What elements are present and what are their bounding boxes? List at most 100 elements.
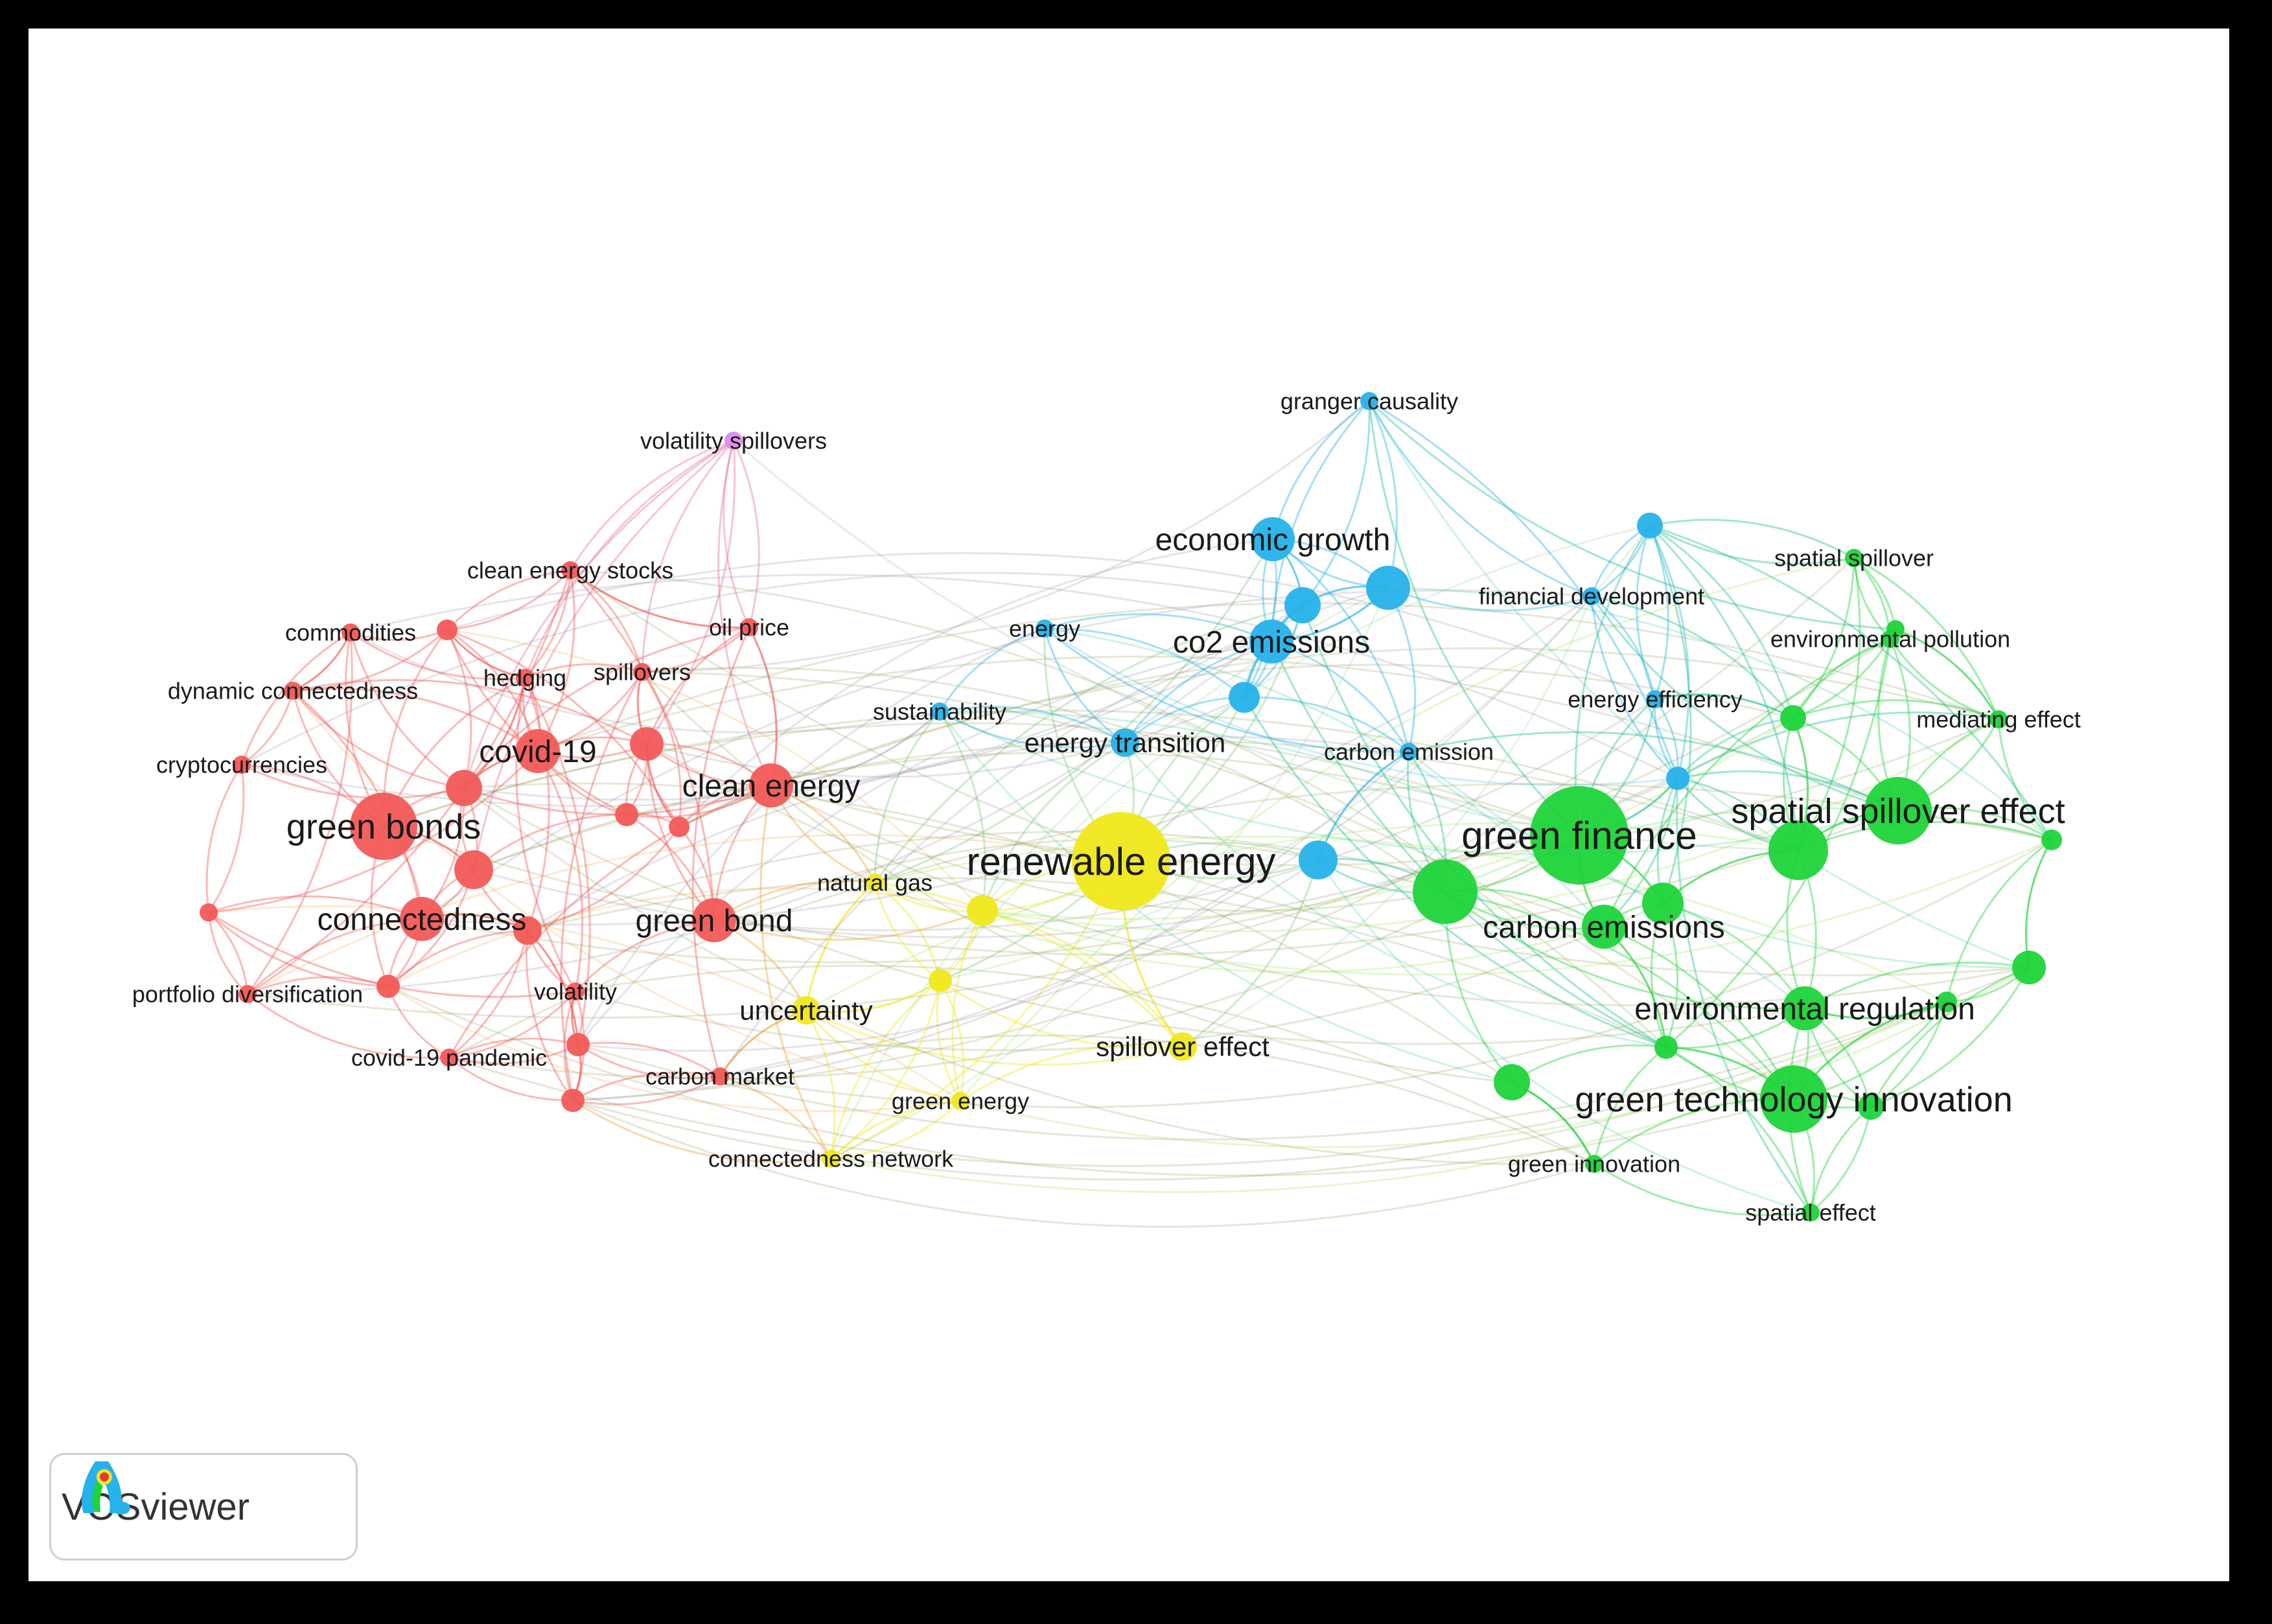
- node-uncertainty[interactable]: [792, 996, 820, 1025]
- label-covid-19-pandemic[interactable]: covid-19 pandemic: [351, 1045, 547, 1071]
- network-node[interactable]: [1768, 820, 1828, 880]
- network-node[interactable]: [200, 903, 218, 922]
- node-clean-energy[interactable]: [749, 763, 793, 807]
- label-green-innovation[interactable]: green innovation: [1508, 1151, 1680, 1177]
- node-cryptocurrencies[interactable]: [233, 756, 251, 774]
- label-energy-transition[interactable]: energy transition: [1025, 728, 1226, 758]
- network-node[interactable]: [1637, 513, 1663, 539]
- node-energy-transition[interactable]: [1111, 728, 1139, 757]
- label-uncertainty[interactable]: uncertainty: [739, 995, 872, 1026]
- network-map[interactable]: volatility spillovers granger causality ec…: [29, 29, 2229, 1581]
- node-connectedness-network[interactable]: [822, 1150, 840, 1168]
- node-mediating-effect[interactable]: [1989, 710, 2008, 728]
- label-economic-growth[interactable]: economic growth: [1155, 523, 1391, 557]
- node-co2-emissions[interactable]: [1249, 620, 1293, 664]
- network-canvas[interactable]: volatility spillovers granger causality ec…: [29, 29, 2229, 1581]
- node-green-finance[interactable]: [1530, 786, 1629, 885]
- node-commodities[interactable]: [342, 623, 360, 642]
- node-green-technology-innovation[interactable]: [1760, 1065, 1827, 1133]
- node-environmental-regulation[interactable]: [1783, 986, 1827, 1030]
- network-node[interactable]: [1886, 620, 1905, 638]
- network-node[interactable]: [513, 916, 542, 945]
- network-node[interactable]: [1366, 566, 1410, 610]
- node-spillover-effect[interactable]: [1168, 1032, 1197, 1061]
- node-portfolio-diversification[interactable]: [238, 985, 257, 1003]
- network-node[interactable]: [669, 817, 690, 837]
- label-covid-19[interactable]: covid-19: [479, 735, 596, 769]
- network-node[interactable]: [630, 727, 664, 761]
- network-node[interactable]: [2041, 829, 2062, 850]
- node-covid-19-pandemic[interactable]: [440, 1049, 458, 1067]
- label-green-energy[interactable]: green energy: [892, 1088, 1029, 1115]
- label-spatial-spillover-effect[interactable]: spatial spillover effect: [1731, 792, 2065, 831]
- network-node[interactable]: [2012, 951, 2046, 984]
- label-carbon-emissions[interactable]: carbon emissions: [1483, 911, 1725, 945]
- network-node[interactable]: [1494, 1064, 1530, 1100]
- network-node[interactable]: [1654, 1036, 1678, 1059]
- node-spatial-effect[interactable]: [1802, 1203, 1820, 1222]
- network-node[interactable]: [1936, 992, 1957, 1012]
- node-dynamic-connectedness[interactable]: [284, 682, 302, 700]
- node-economic-growth[interactable]: [1251, 517, 1295, 561]
- label-carbon-market[interactable]: carbon market: [645, 1063, 794, 1090]
- label-cryptocurrencies[interactable]: cryptocurrencies: [156, 752, 327, 778]
- label-spillovers[interactable]: spillovers: [594, 659, 691, 686]
- network-node[interactable]: [1229, 682, 1260, 713]
- node-financial-development[interactable]: [1582, 587, 1601, 605]
- label-volatility-spillovers[interactable]: volatility spillovers: [640, 428, 827, 454]
- label-mediating-effect[interactable]: mediating effect: [1916, 706, 2081, 733]
- label-financial-development[interactable]: financial development: [1479, 583, 1704, 610]
- node-oil-price[interactable]: [740, 618, 758, 636]
- label-energy[interactable]: energy: [1009, 616, 1080, 642]
- network-node[interactable]: [446, 770, 482, 806]
- node-hedging[interactable]: [516, 669, 534, 687]
- label-clean-energy[interactable]: clean energy: [682, 769, 861, 804]
- network-node[interactable]: [454, 850, 493, 889]
- label-oil-price[interactable]: oil price: [709, 614, 789, 641]
- node-spillovers[interactable]: [633, 663, 651, 681]
- node-natural-gas[interactable]: [866, 874, 884, 892]
- network-node[interactable]: [1284, 587, 1321, 623]
- node-energy-efficiency[interactable]: [1646, 690, 1664, 708]
- node-carbon-market[interactable]: [711, 1067, 729, 1085]
- node-spatial-spillover-effect[interactable]: [1864, 777, 1932, 844]
- node-clean-energy-stocks[interactable]: [561, 561, 579, 579]
- node-sustainability[interactable]: [931, 702, 949, 721]
- label-portfolio-diversification[interactable]: portfolio diversification: [132, 981, 363, 1008]
- label-spatial-spillover[interactable]: spatial spillover: [1774, 545, 1934, 572]
- label-connectedness-network[interactable]: connectedness network: [708, 1146, 954, 1172]
- node-carbon-emissions[interactable]: [1582, 905, 1626, 949]
- label-spatial-effect[interactable]: spatial effect: [1745, 1200, 1875, 1226]
- network-node[interactable]: [1413, 859, 1478, 924]
- label-volatility[interactable]: volatility: [534, 979, 617, 1005]
- label-carbon-emission[interactable]: carbon emission: [1324, 739, 1494, 765]
- node-covid-19[interactable]: [516, 729, 560, 773]
- node-energy[interactable]: [1036, 620, 1054, 638]
- label-dynamic-connectedness[interactable]: dynamic connectedness: [168, 678, 418, 704]
- network-node[interactable]: [437, 620, 458, 640]
- node-green-energy[interactable]: [951, 1092, 969, 1110]
- label-granger-causality[interactable]: granger causality: [1281, 388, 1458, 415]
- label-connectedness[interactable]: connectedness: [318, 903, 527, 937]
- label-energy-efficiency[interactable]: energy efficiency: [1568, 686, 1743, 713]
- label-co2-emissions[interactable]: co2 emissions: [1173, 625, 1370, 660]
- node-green-bond[interactable]: [692, 898, 736, 942]
- network-node[interactable]: [615, 803, 638, 826]
- label-spillover-effect[interactable]: spillover effect: [1096, 1032, 1269, 1062]
- label-clean-energy-stocks[interactable]: clean energy stocks: [467, 557, 673, 584]
- label-green-bond[interactable]: green bond: [636, 904, 793, 938]
- label-renewable-energy[interactable]: renewable energy: [967, 840, 1276, 883]
- label-green-finance[interactable]: green finance: [1461, 814, 1697, 857]
- node-spatial-spillover[interactable]: [1845, 549, 1863, 567]
- network-node[interactable]: [566, 1033, 590, 1056]
- network-node[interactable]: [929, 969, 952, 992]
- label-environmental-pollution[interactable]: environmental pollution: [1770, 626, 2010, 653]
- label-green-bonds[interactable]: green bonds: [286, 807, 481, 846]
- network-node[interactable]: [561, 1089, 585, 1112]
- node-green-innovation[interactable]: [1585, 1155, 1603, 1173]
- label-hedging[interactable]: hedging: [483, 665, 566, 691]
- network-node[interactable]: [377, 975, 400, 998]
- label-environmental-regulation[interactable]: environmental regulation: [1634, 992, 1975, 1027]
- node-renewable-energy[interactable]: [1072, 812, 1170, 911]
- network-node[interactable]: [1780, 705, 1806, 731]
